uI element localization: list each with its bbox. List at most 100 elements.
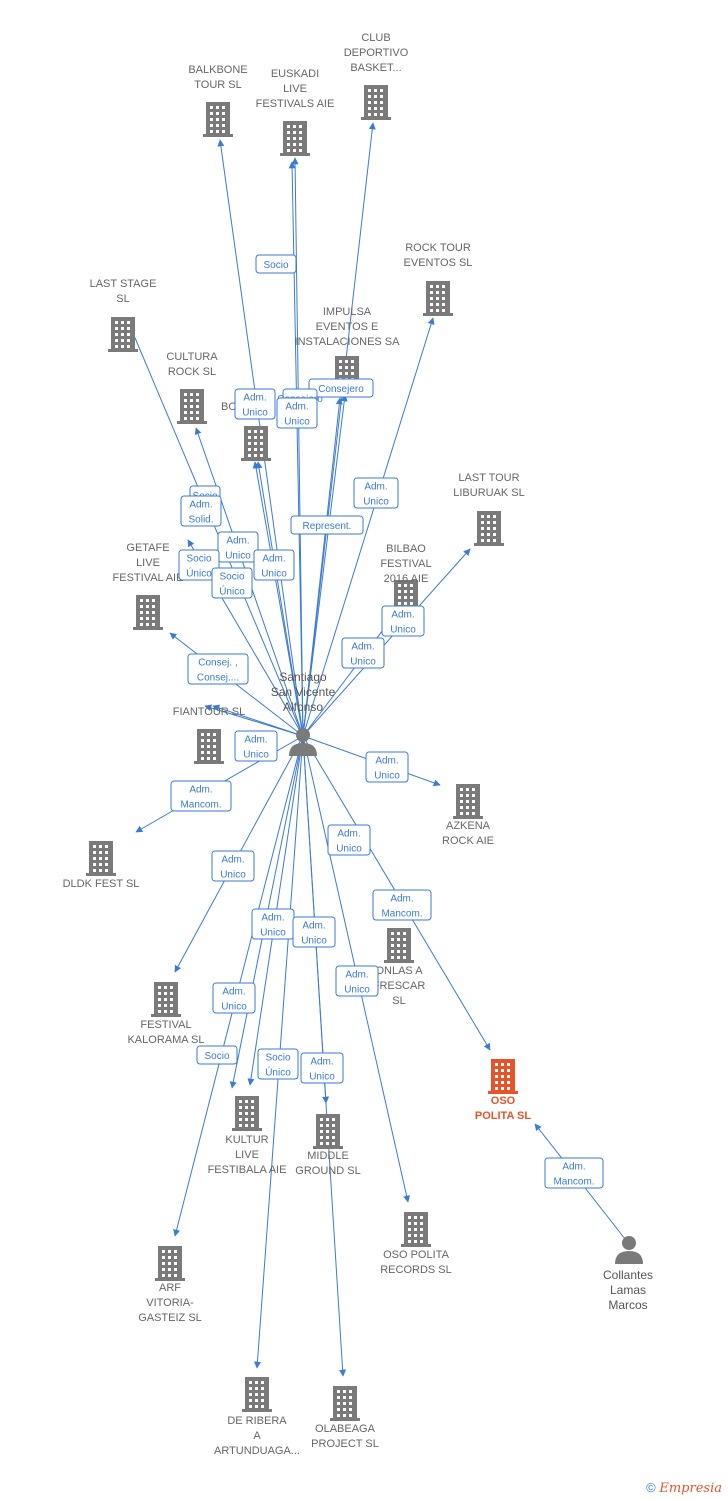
relation-label: Unico xyxy=(221,1002,247,1013)
relation-badge-r_adm_mid[interactable]: Adm.Unico xyxy=(300,1052,344,1084)
relation-label: Único xyxy=(186,567,212,580)
relation-badge-r_adm_bilbao1[interactable]: Adm. Unico xyxy=(381,605,425,637)
relation-badge-r_adm_kul[interactable]: Adm.Unico xyxy=(212,982,256,1014)
relation-badge-r_adm_e[interactable]: Adm.Unico xyxy=(251,908,295,940)
relation-label: Adm. xyxy=(221,855,244,866)
relation-label: Mancom. xyxy=(381,909,422,920)
edge-santiago-euskadi xyxy=(291,157,304,737)
company-label: FRESCAR xyxy=(373,980,426,992)
company-label: FESTIVAL xyxy=(140,1019,191,1031)
relation-badge-r_mancom_dldk[interactable]: Adm.Mancom. xyxy=(170,780,232,812)
relation-label: Mancom. xyxy=(180,800,221,811)
relation-label: Adm. xyxy=(285,402,308,413)
building-icon xyxy=(453,784,483,819)
brand-logo[interactable]: Empresia xyxy=(659,1481,722,1496)
relation-badge-r_adm_kal[interactable]: Adm.Unico xyxy=(211,850,255,882)
company-node-ribera[interactable]: DE RIBERAAARTUNDUAGA... xyxy=(214,1377,300,1457)
person-icon xyxy=(289,728,317,756)
company-label: CLUB xyxy=(361,32,390,44)
edge-santiago-impulsa xyxy=(302,397,343,737)
relation-label: Adm. xyxy=(562,1162,585,1173)
person-label: Alfonso xyxy=(283,700,323,714)
company-label: 2016 AIE xyxy=(384,573,429,585)
company-label: OLABEAGA xyxy=(315,1423,376,1435)
company-label: BASKET... xyxy=(350,62,401,74)
company-label: LIBURUAK SL xyxy=(453,487,525,499)
company-label: DEPORTIVO xyxy=(344,47,409,59)
relation-badge-r_adm_azk[interactable]: Adm.Unico xyxy=(365,751,409,783)
relation-badge-r_adm_rec[interactable]: Adm.Unico xyxy=(335,965,379,997)
relation-badge-r_adm_onlas[interactable]: Adm.Unico xyxy=(327,824,371,856)
relation-badge-r_socio_arf[interactable]: Socio xyxy=(196,1045,238,1065)
relation-badge-r_adm_b[interactable]: Adm.Unico xyxy=(276,397,318,429)
relation-badge-r_adm_c[interactable]: Adm.Unico xyxy=(217,531,259,563)
relation-badge-r_adm_rock[interactable]: Adm.Unico xyxy=(353,477,399,509)
building-icon xyxy=(108,317,138,352)
building-icon xyxy=(361,85,391,120)
relation-badge-r_socio_top[interactable]: Socio xyxy=(255,254,297,274)
company-label: FIANTOUR SL xyxy=(173,706,246,718)
person-label: San Vicente xyxy=(271,685,336,699)
company-label: EVENTOS E xyxy=(316,321,379,333)
relation-label: Unico xyxy=(390,625,416,636)
company-label: IMPULSA xyxy=(323,306,372,318)
company-node-club[interactable]: CLUB DEPORTIVO BASKET... xyxy=(344,32,409,120)
relation-badge-r_adm_a[interactable]: Adm. Unico xyxy=(234,388,276,420)
relation-label: Adm. xyxy=(351,642,374,653)
relation-badge-r_adm_d[interactable]: Adm.Unico xyxy=(253,549,295,581)
company-label: MIDDLE xyxy=(307,1150,349,1162)
relation-label: Unico xyxy=(242,408,268,419)
building-icon xyxy=(232,1096,262,1131)
relation-badge-r_adm_fian[interactable]: Adm.Unico xyxy=(234,730,278,762)
relation-badge-r_mancom_col[interactable]: Adm.Mancom. xyxy=(544,1157,604,1189)
company-node-fiantour[interactable]: FIANTOUR SL xyxy=(173,706,246,764)
relation-label: Adm. xyxy=(302,921,325,932)
relation-badge-r_consej[interactable]: Consej. ,Consej.... xyxy=(187,653,249,685)
relation-badge-r_consejero[interactable]: Consejero xyxy=(308,378,374,398)
building-icon xyxy=(133,595,163,630)
company-node-bo[interactable]: BO xyxy=(221,401,271,461)
company-label: ROCK SL xyxy=(168,366,216,378)
relation-badge-r_represent[interactable]: Represent. xyxy=(290,515,364,535)
person-label: Marcos xyxy=(608,1298,647,1312)
relation-badge-r_adm_f[interactable]: Adm.Unico xyxy=(292,916,336,948)
building-icon xyxy=(280,121,310,156)
company-node-dldk[interactable]: DLDK FEST SL xyxy=(63,841,140,890)
company-node-kalorama[interactable]: FESTIVAL KALORAMA SL xyxy=(127,982,205,1046)
company-label: KALORAMA SL xyxy=(127,1034,204,1046)
relation-badge-r_mancom_oso[interactable]: Adm.Mancom. xyxy=(372,889,432,921)
company-label: FESTIVAL xyxy=(380,558,431,570)
relation-badge-r_adm_solid[interactable]: Adm.Solid. xyxy=(180,495,222,527)
person-label: Lamas xyxy=(610,1283,646,1297)
company-label: INSTALACIONES SA xyxy=(295,336,401,348)
relation-badge-r_adm_bilbao2[interactable]: Adm.Unico xyxy=(341,637,385,669)
company-label: OSO xyxy=(491,1095,516,1107)
relation-label: Adm. xyxy=(243,393,266,404)
relation-label: Adm. xyxy=(391,610,414,621)
company-label: AZKENA xyxy=(446,820,491,832)
company-label: ONLAS A xyxy=(375,965,423,977)
footer-brand: © Empresia xyxy=(646,1480,722,1496)
